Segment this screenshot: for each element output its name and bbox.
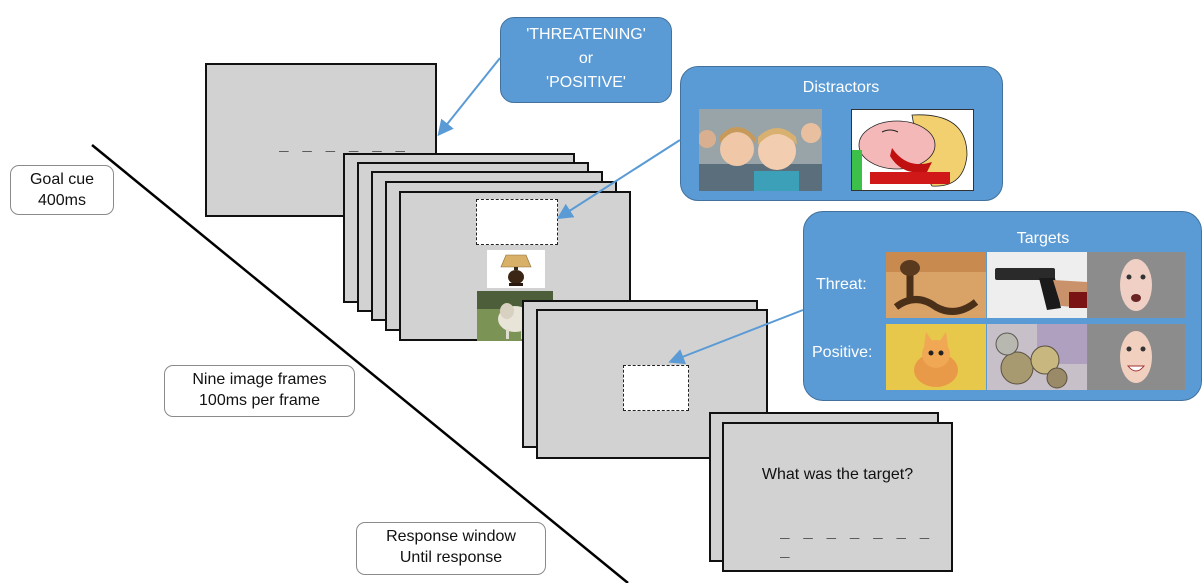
targets-title: Targets [1016,230,1070,247]
image-frames-label-line2: 100ms per frame [199,392,320,409]
response-window-label-line2: Until response [399,549,503,566]
goal-cue-label-line2: 400ms [37,192,87,209]
goal-callout: 'THREATENING' or 'POSITIVE' [500,17,672,103]
response-window-label: Response window Until response [356,522,546,575]
children-photo [699,109,822,191]
kitten-photo [886,324,986,390]
goal-cue-blanks: _ _ _ _ _ _ [279,133,407,152]
goal-cue-label: Goal cue 400ms [10,165,114,215]
response-question: What was the target? [761,466,914,483]
goal-callout-line3: 'POSITIVE' [546,74,626,91]
gun-photo [987,252,1087,318]
targets-panel: Targets Threat: Positive: [803,211,1202,401]
cobra-photo [886,252,986,318]
response-window-label-line1: Response window [386,528,516,545]
positive-row-label: Positive: [812,344,873,361]
happy-face-photo [1088,324,1185,390]
goal-callout-line2: or [578,50,594,67]
goal-cue-label-line1: Goal cue [29,171,95,188]
injured-face-drawing [851,109,974,191]
distractors-title: Distractors [802,79,880,96]
response-frame-front: What was the target? _ _ _ _ _ _ _ _ [722,422,953,572]
response-blanks: _ _ _ _ _ _ _ _ [780,520,932,558]
distractors-panel: Distractors [680,66,1003,201]
threat-row-label: Threat: [816,276,867,293]
target-placeholder-box [623,365,689,411]
goal-callout-line1: 'THREATENING' [526,26,646,43]
coins-photo [987,324,1087,390]
image-frames-label: Nine image frames 100ms per frame [164,365,355,417]
lamp-photo [487,250,545,288]
fearful-face-photo [1088,252,1185,318]
image-frames-label-line1: Nine image frames [192,371,327,388]
target-placeholder-box [476,199,558,245]
